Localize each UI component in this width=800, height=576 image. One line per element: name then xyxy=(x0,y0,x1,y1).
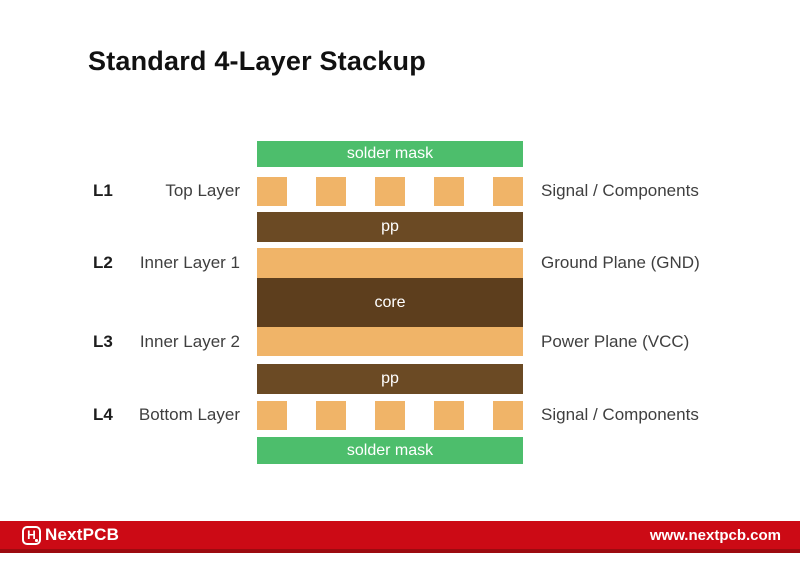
layer-number: L2 xyxy=(93,253,113,272)
core-label: core xyxy=(374,293,406,311)
copper-pad xyxy=(316,401,346,430)
layer-name: Bottom Layer xyxy=(138,405,240,424)
prepreg-top-label: pp xyxy=(381,218,399,235)
prepreg-bottom-layer: pp xyxy=(257,364,523,394)
copper-pad xyxy=(493,401,523,430)
layer-number: L3 xyxy=(93,332,113,351)
footer-edge-stripe xyxy=(0,549,800,553)
copper-pad xyxy=(434,401,464,430)
prepreg-top-layer: pp xyxy=(257,212,523,242)
layer-name: Inner Layer 1 xyxy=(139,253,240,272)
layer-role-l2: Ground Plane (GND) xyxy=(541,253,700,272)
website-url: www.nextpcb.com xyxy=(649,526,781,544)
logo-dot xyxy=(35,538,38,542)
l3-copper-plane xyxy=(257,327,523,356)
copper-pad xyxy=(257,401,287,430)
layer-label-l2: L2 Inner Layer 1 xyxy=(93,252,240,274)
solder-mask-top-label: solder mask xyxy=(346,145,434,162)
nextpcb-logo-icon: H xyxy=(22,525,41,545)
layer-role-l1: Signal / Components xyxy=(541,181,699,200)
copper-pad xyxy=(375,401,405,430)
brand-logo: H NextPCB xyxy=(22,521,119,549)
layer-role-l3: Power Plane (VCC) xyxy=(541,332,690,351)
copper-pad xyxy=(316,177,346,206)
layer-name: Inner Layer 2 xyxy=(139,332,240,351)
l4-copper-traces xyxy=(257,401,523,430)
prepreg-bottom-label: pp xyxy=(381,370,399,387)
l1-copper-traces xyxy=(257,177,523,206)
stackup-diagram: solder mask pp core pp solde xyxy=(257,141,523,464)
layer-number: L4 xyxy=(93,405,113,424)
footer-bar: H NextPCB www.nextpcb.com xyxy=(0,521,800,549)
copper-pad xyxy=(257,177,287,206)
copper-pad xyxy=(493,177,523,206)
copper-pad xyxy=(434,177,464,206)
layer-role-l4: Signal / Components xyxy=(541,405,699,424)
copper-pad xyxy=(375,177,405,206)
logo-letter: H xyxy=(27,528,36,542)
layer-name: Top Layer xyxy=(165,181,240,200)
page-title: Standard 4-Layer Stackup xyxy=(88,46,426,76)
brand-name: NextPCB xyxy=(45,525,120,544)
solder-mask-top-layer: solder mask xyxy=(257,141,523,167)
solder-mask-bottom-layer: solder mask xyxy=(257,437,523,464)
core-layer: core xyxy=(257,278,523,327)
layer-number: L1 xyxy=(93,181,113,200)
layer-label-l4: L4 Bottom Layer xyxy=(93,404,240,426)
l2-copper-plane xyxy=(257,248,523,278)
layer-label-l3: L3 Inner Layer 2 xyxy=(93,331,240,353)
layer-label-l1: L1 Top Layer xyxy=(93,180,240,202)
solder-mask-bottom-label: solder mask xyxy=(346,441,434,459)
